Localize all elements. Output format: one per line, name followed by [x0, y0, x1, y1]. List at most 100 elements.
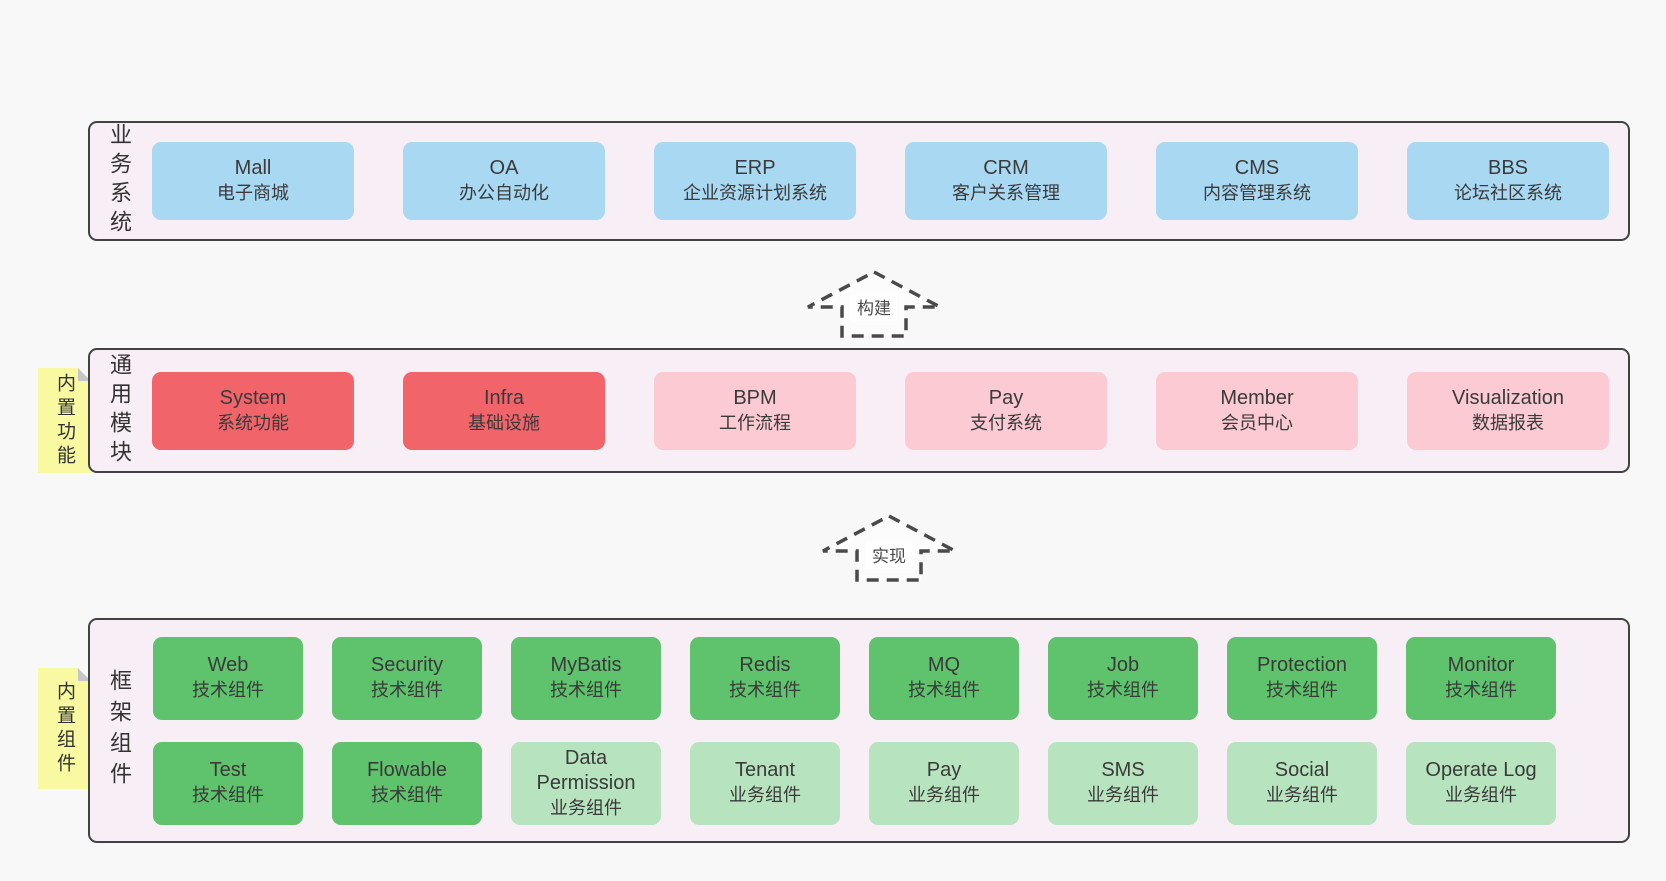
- module-name: Social: [1274, 759, 1330, 781]
- module-name: SMS: [1101, 759, 1145, 781]
- module-desc: 技术组件: [1266, 680, 1338, 700]
- module-desc: 技术组件: [1087, 680, 1159, 700]
- module-box-pay: Pay 业务组件: [869, 741, 1019, 825]
- layer-business-systems: 业务系统 Mall 电子商城 OA 办公自动化 ERP 企业资源计划系统 CRM 客户关系管理…: [88, 121, 1630, 241]
- module-name: Redis: [739, 654, 791, 676]
- module-name: Mall: [234, 157, 272, 179]
- module-box-test: Test 技术组件: [153, 741, 303, 825]
- module-box-sms: SMS 业务组件: [1048, 741, 1198, 825]
- module-desc: 工作流程: [719, 412, 791, 433]
- module-name: Member: [1220, 386, 1294, 409]
- module-box-security: Security 技术组件: [332, 636, 482, 720]
- module-desc: 技术组件: [908, 680, 980, 700]
- module-name: System: [219, 386, 287, 409]
- module-desc: 客户关系管理: [952, 183, 1060, 203]
- module-name: Tenant: [734, 759, 796, 781]
- layer-rows: Mall 电子商城 OA 办公自动化 ERP 企业资源计划系统 CRM 客户关系管理 CMS 内容…: [90, 123, 1628, 239]
- module-desc: 业务组件: [1087, 785, 1159, 805]
- module-box-cms: CMS 内容管理系统: [1156, 142, 1358, 220]
- module-box-tenant: Tenant 业务组件: [690, 741, 840, 825]
- implement-arrow-icon: 实现: [822, 514, 956, 582]
- module-desc: 技术组件: [729, 680, 801, 700]
- module-desc: 会员中心: [1221, 412, 1293, 433]
- module-box-mq: MQ 技术组件: [869, 636, 1019, 720]
- module-name: Security: [370, 654, 444, 676]
- module-box-social: Social 业务组件: [1227, 741, 1377, 825]
- layer-title: 业务系统: [107, 123, 132, 239]
- module-desc: 技术组件: [371, 680, 443, 700]
- arrow-label: 构建: [857, 299, 891, 318]
- module-box-mall: Mall 电子商城: [152, 142, 354, 220]
- module-name: MQ: [927, 654, 961, 676]
- module-name: OA: [489, 157, 519, 179]
- module-name: Data Permission: [536, 746, 636, 794]
- arrow-label-bg: [851, 294, 897, 321]
- module-desc: 办公自动化: [459, 183, 549, 203]
- module-box-web: Web 技术组件: [153, 636, 303, 720]
- module-name: Pay: [926, 759, 962, 781]
- module-box-operate-log: Operate Log 业务组件: [1406, 741, 1556, 825]
- module-name: BBS: [1487, 157, 1529, 179]
- sticky-note-builtin-components: 内置组件: [38, 668, 91, 789]
- module-desc: 系统功能: [217, 412, 289, 433]
- module-name: ERP: [734, 157, 776, 179]
- module-desc: 业务组件: [1445, 785, 1517, 805]
- module-name: Web: [207, 654, 249, 676]
- module-name: Monitor: [1447, 654, 1515, 676]
- module-desc: 业务组件: [1266, 785, 1338, 805]
- layer-title: 通用模块: [107, 352, 132, 469]
- module-name: CMS: [1234, 157, 1280, 179]
- module-name: Pay: [988, 386, 1024, 409]
- module-desc: 内容管理系统: [1203, 183, 1311, 203]
- module-desc: 技术组件: [550, 680, 622, 700]
- module-desc: 技术组件: [192, 680, 264, 700]
- module-name: Operate Log: [1425, 759, 1537, 781]
- module-desc: 基础设施: [468, 412, 540, 433]
- module-desc: 电子商城: [217, 183, 289, 203]
- module-box-bpm: BPM 工作流程: [654, 371, 856, 450]
- module-name: Test: [209, 759, 247, 781]
- sticky-note-label: 内置功能: [54, 372, 75, 469]
- module-name: Protection: [1256, 654, 1348, 676]
- module-box-protection: Protection 技术组件: [1227, 636, 1377, 720]
- module-desc: 论坛社区系统: [1454, 183, 1562, 203]
- module-box-bbs: BBS 论坛社区系统: [1407, 142, 1609, 220]
- module-box-visualization: Visualization 数据报表: [1407, 371, 1609, 450]
- module-desc: 企业资源计划系统: [683, 183, 827, 203]
- module-desc: 技术组件: [192, 785, 264, 805]
- sticky-note-label: 内置组件: [54, 680, 75, 777]
- module-box-system: System 系统功能: [152, 371, 354, 450]
- module-desc: 业务组件: [908, 785, 980, 805]
- module-desc: 业务组件: [729, 785, 801, 805]
- module-desc: 支付系统: [970, 412, 1042, 433]
- sticky-note-builtin-features: 内置功能: [38, 368, 91, 473]
- module-name: Visualization: [1452, 386, 1564, 409]
- module-row: Mall 电子商城 OA 办公自动化 ERP 企业资源计划系统 CRM 客户关系管理 CMS 内容…: [152, 142, 1628, 220]
- build-arrow-icon: 构建: [807, 270, 941, 338]
- module-desc: 数据报表: [1472, 412, 1544, 433]
- module-box-member: Member 会员中心: [1156, 371, 1358, 450]
- module-box-pay: Pay 支付系统: [905, 371, 1107, 450]
- module-box-job: Job 技术组件: [1048, 636, 1198, 720]
- arrow-label-bg: [866, 542, 912, 569]
- arrow-label: 实现: [872, 547, 906, 566]
- module-box-redis: Redis 技术组件: [690, 636, 840, 720]
- module-name: BPM: [733, 386, 777, 409]
- module-name: MyBatis: [550, 654, 622, 676]
- module-box-erp: ERP 企业资源计划系统: [654, 142, 856, 220]
- module-name: Job: [1106, 654, 1140, 676]
- module-box-mybatis: MyBatis 技术组件: [511, 636, 661, 720]
- module-name: CRM: [983, 157, 1029, 179]
